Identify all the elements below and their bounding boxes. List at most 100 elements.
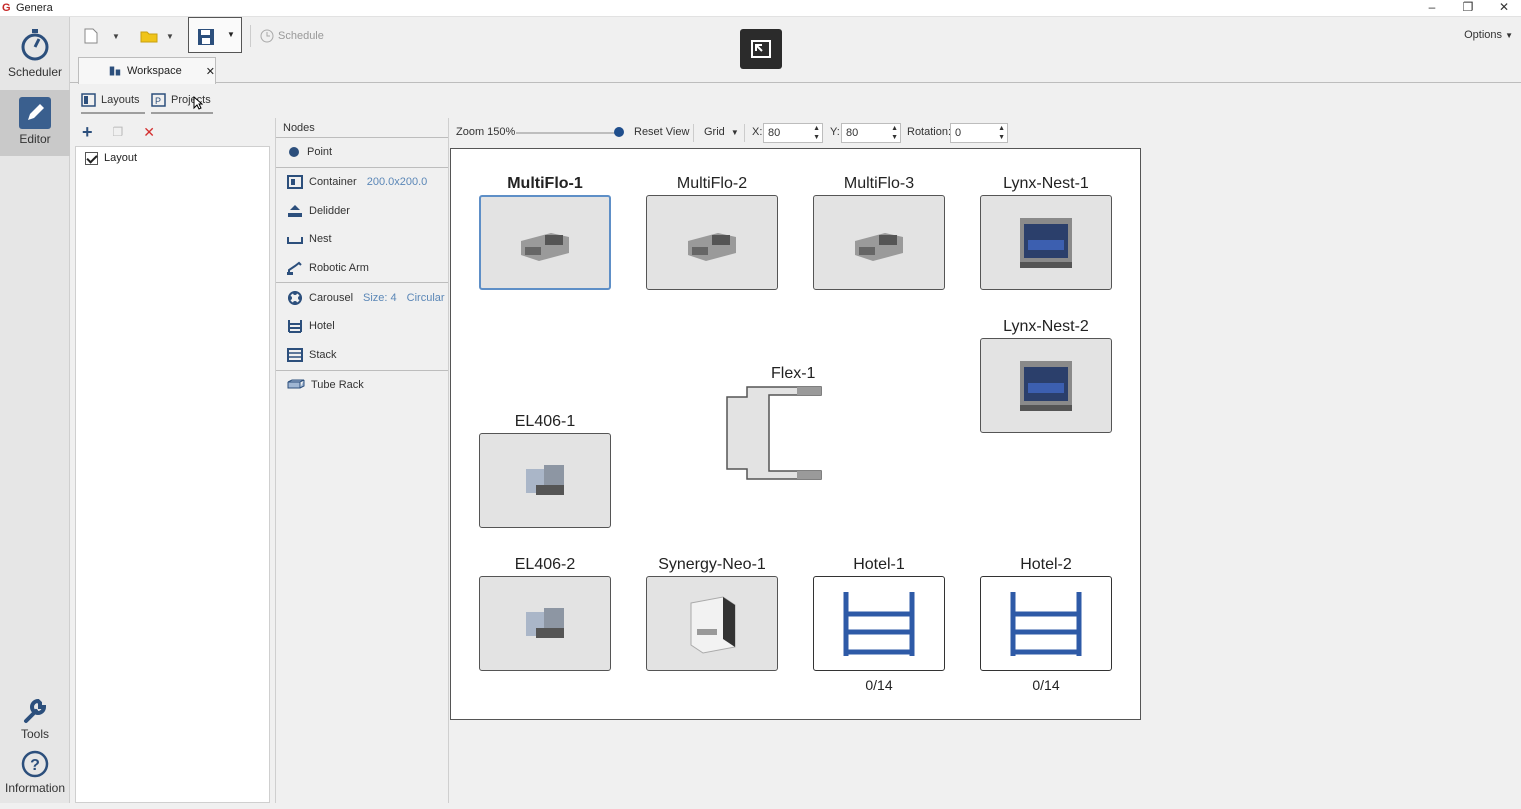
device-box[interactable] <box>646 576 778 671</box>
open-dropdown-icon[interactable]: ▼ <box>166 31 174 41</box>
device-el406-2[interactable]: EL406-2 <box>479 554 611 671</box>
device-flex-1[interactable]: Flex-1 <box>723 365 873 490</box>
device-hotel-1[interactable]: Hotel-1 0/14 <box>813 554 945 693</box>
node-type-label: Tube Rack <box>311 378 364 391</box>
device-box[interactable] <box>479 433 611 528</box>
device-box[interactable] <box>980 338 1112 433</box>
chevron-down-icon: ▼ <box>730 128 739 137</box>
x-input[interactable]: 80 ▲▼ <box>763 123 823 143</box>
device-box[interactable] <box>980 195 1112 290</box>
layouts-icon <box>81 93 96 107</box>
lynx-instrument-icon <box>1020 217 1072 268</box>
hotel-icon <box>288 320 302 334</box>
save-icon <box>198 29 214 45</box>
layout-checkbox[interactable] <box>85 151 98 165</box>
document-tabstrip: Workspace ✕ <box>70 55 1521 84</box>
zoom-slider-thumb[interactable] <box>614 127 624 137</box>
device-box[interactable] <box>479 576 611 671</box>
device-multiflo-1[interactable]: MultiFlo-1 <box>479 173 611 290</box>
device-box[interactable] <box>980 576 1112 671</box>
device-label: Flex-1 <box>771 365 816 382</box>
tab-projects[interactable]: P Projects <box>151 88 213 114</box>
hotel-count: 0/14 <box>1032 677 1060 693</box>
schedule-button[interactable]: Schedule <box>260 25 324 47</box>
node-type-label: Robotic Arm <box>309 262 369 275</box>
tab-layouts-label: Layouts <box>101 94 140 106</box>
tab-workspace[interactable]: Workspace ✕ <box>78 57 216 84</box>
node-type-hotel[interactable]: Hotel <box>276 312 448 341</box>
minimize-button[interactable]: – <box>1428 0 1436 14</box>
x-stepper-icon[interactable]: ▲▼ <box>813 125 820 141</box>
nav-information[interactable]: ? Information <box>0 743 70 809</box>
node-type-delidder[interactable]: Delidder <box>276 196 448 225</box>
open-button[interactable]: ▼ <box>140 25 174 47</box>
device-lynx-nest-1[interactable]: Lynx-Nest-1 <box>980 173 1112 290</box>
restore-button[interactable]: ❐ <box>1462 0 1474 14</box>
close-window-button[interactable]: ✕ <box>1498 0 1510 14</box>
nav-scheduler-label: Scheduler <box>7 65 63 79</box>
nav-editor[interactable]: Editor <box>0 90 70 156</box>
hotel-rack-icon <box>1010 591 1082 656</box>
carousel-icon <box>288 290 302 305</box>
device-box[interactable] <box>813 195 945 290</box>
list-item[interactable]: Layout <box>76 147 269 169</box>
new-button[interactable]: ▼ <box>84 25 120 47</box>
save-dropdown-icon[interactable]: ▼ <box>227 30 235 39</box>
device-el406-1[interactable]: EL406-1 <box>479 411 611 528</box>
device-synergy-neo-1[interactable]: Synergy-Neo-1 <box>646 554 778 671</box>
svg-text:?: ? <box>30 757 40 774</box>
device-label: EL406-1 <box>514 413 576 430</box>
folder-icon <box>140 31 158 43</box>
node-type-tube-rack[interactable]: Tube Rack <box>276 371 448 400</box>
rotation-input[interactable]: 0 ▲▼ <box>950 123 1008 143</box>
layout-canvas[interactable]: MultiFlo-1 MultiFlo-2 MultiFlo-3 <box>450 148 1141 720</box>
device-multiflo-3[interactable]: MultiFlo-3 <box>813 173 945 290</box>
delete-layout-button[interactable]: ✕ <box>143 123 156 140</box>
close-tab-icon[interactable]: ✕ <box>205 65 215 78</box>
tab-layouts[interactable]: Layouts <box>81 88 145 114</box>
zoom-label: Zoom 150% <box>456 126 516 138</box>
main-toolbar: ▼ ▼ ▼ Schedule Options ▼ <box>70 17 1521 69</box>
node-type-container[interactable]: Container 200.0x200.0 <box>276 168 448 197</box>
device-box[interactable] <box>813 576 945 671</box>
rotation-stepper-icon[interactable]: ▲▼ <box>998 125 1005 141</box>
save-button[interactable]: ▼ <box>188 17 242 53</box>
device-multiflo-2[interactable]: MultiFlo-2 <box>646 173 778 290</box>
new-dropdown-icon[interactable]: ▼ <box>112 31 120 41</box>
hotel-count: 0/14 <box>865 677 893 693</box>
node-type-carousel[interactable]: Carousel Size: 4 Circular <box>276 283 448 312</box>
node-type-point[interactable]: Point <box>276 138 448 167</box>
device-box[interactable] <box>479 195 611 290</box>
layouts-toolbar: + ❐ ✕ <box>75 118 270 146</box>
reset-view-button[interactable]: Reset View <box>634 126 690 138</box>
device-lynx-nest-2[interactable]: Lynx-Nest-2 <box>980 316 1112 433</box>
node-type-nest[interactable]: Nest <box>276 225 448 254</box>
device-box[interactable] <box>646 195 778 290</box>
toolbar-separator <box>250 25 251 47</box>
delidder-icon <box>288 204 302 217</box>
options-menu[interactable]: Options ▼ <box>1464 29 1513 41</box>
nodes-panel: Nodes Point Container 200.0x200.0 Delidd… <box>275 118 449 803</box>
node-type-stack[interactable]: Stack <box>276 341 448 370</box>
node-type-label: Carousel <box>309 291 354 304</box>
node-type-label: Delidder <box>309 204 350 217</box>
device-label: MultiFlo-1 <box>507 175 583 192</box>
exit-fullscreen-icon <box>751 40 771 58</box>
fullscreen-button[interactable] <box>740 29 782 69</box>
node-type-robotic-arm[interactable]: Robotic Arm <box>276 254 448 283</box>
nav-tools[interactable]: Tools <box>0 689 70 755</box>
add-layout-button[interactable]: + <box>82 121 93 142</box>
divider <box>693 124 694 142</box>
divider <box>744 124 745 142</box>
device-hotel-2[interactable]: Hotel-2 0/14 <box>980 554 1112 693</box>
grid-dropdown[interactable]: Grid ▼ <box>704 126 739 138</box>
projects-icon: P <box>151 93 166 107</box>
y-stepper-icon[interactable]: ▲▼ <box>891 125 898 141</box>
nav-scheduler[interactable]: Scheduler <box>0 21 70 87</box>
zoom-slider[interactable] <box>516 132 620 134</box>
tube-rack-icon <box>287 379 305 389</box>
copy-layout-button[interactable]: ❐ <box>112 125 124 139</box>
y-input[interactable]: 80 ▲▼ <box>841 123 901 143</box>
device-label: Hotel-1 <box>853 556 905 573</box>
nav-tools-label: Tools <box>20 727 49 741</box>
